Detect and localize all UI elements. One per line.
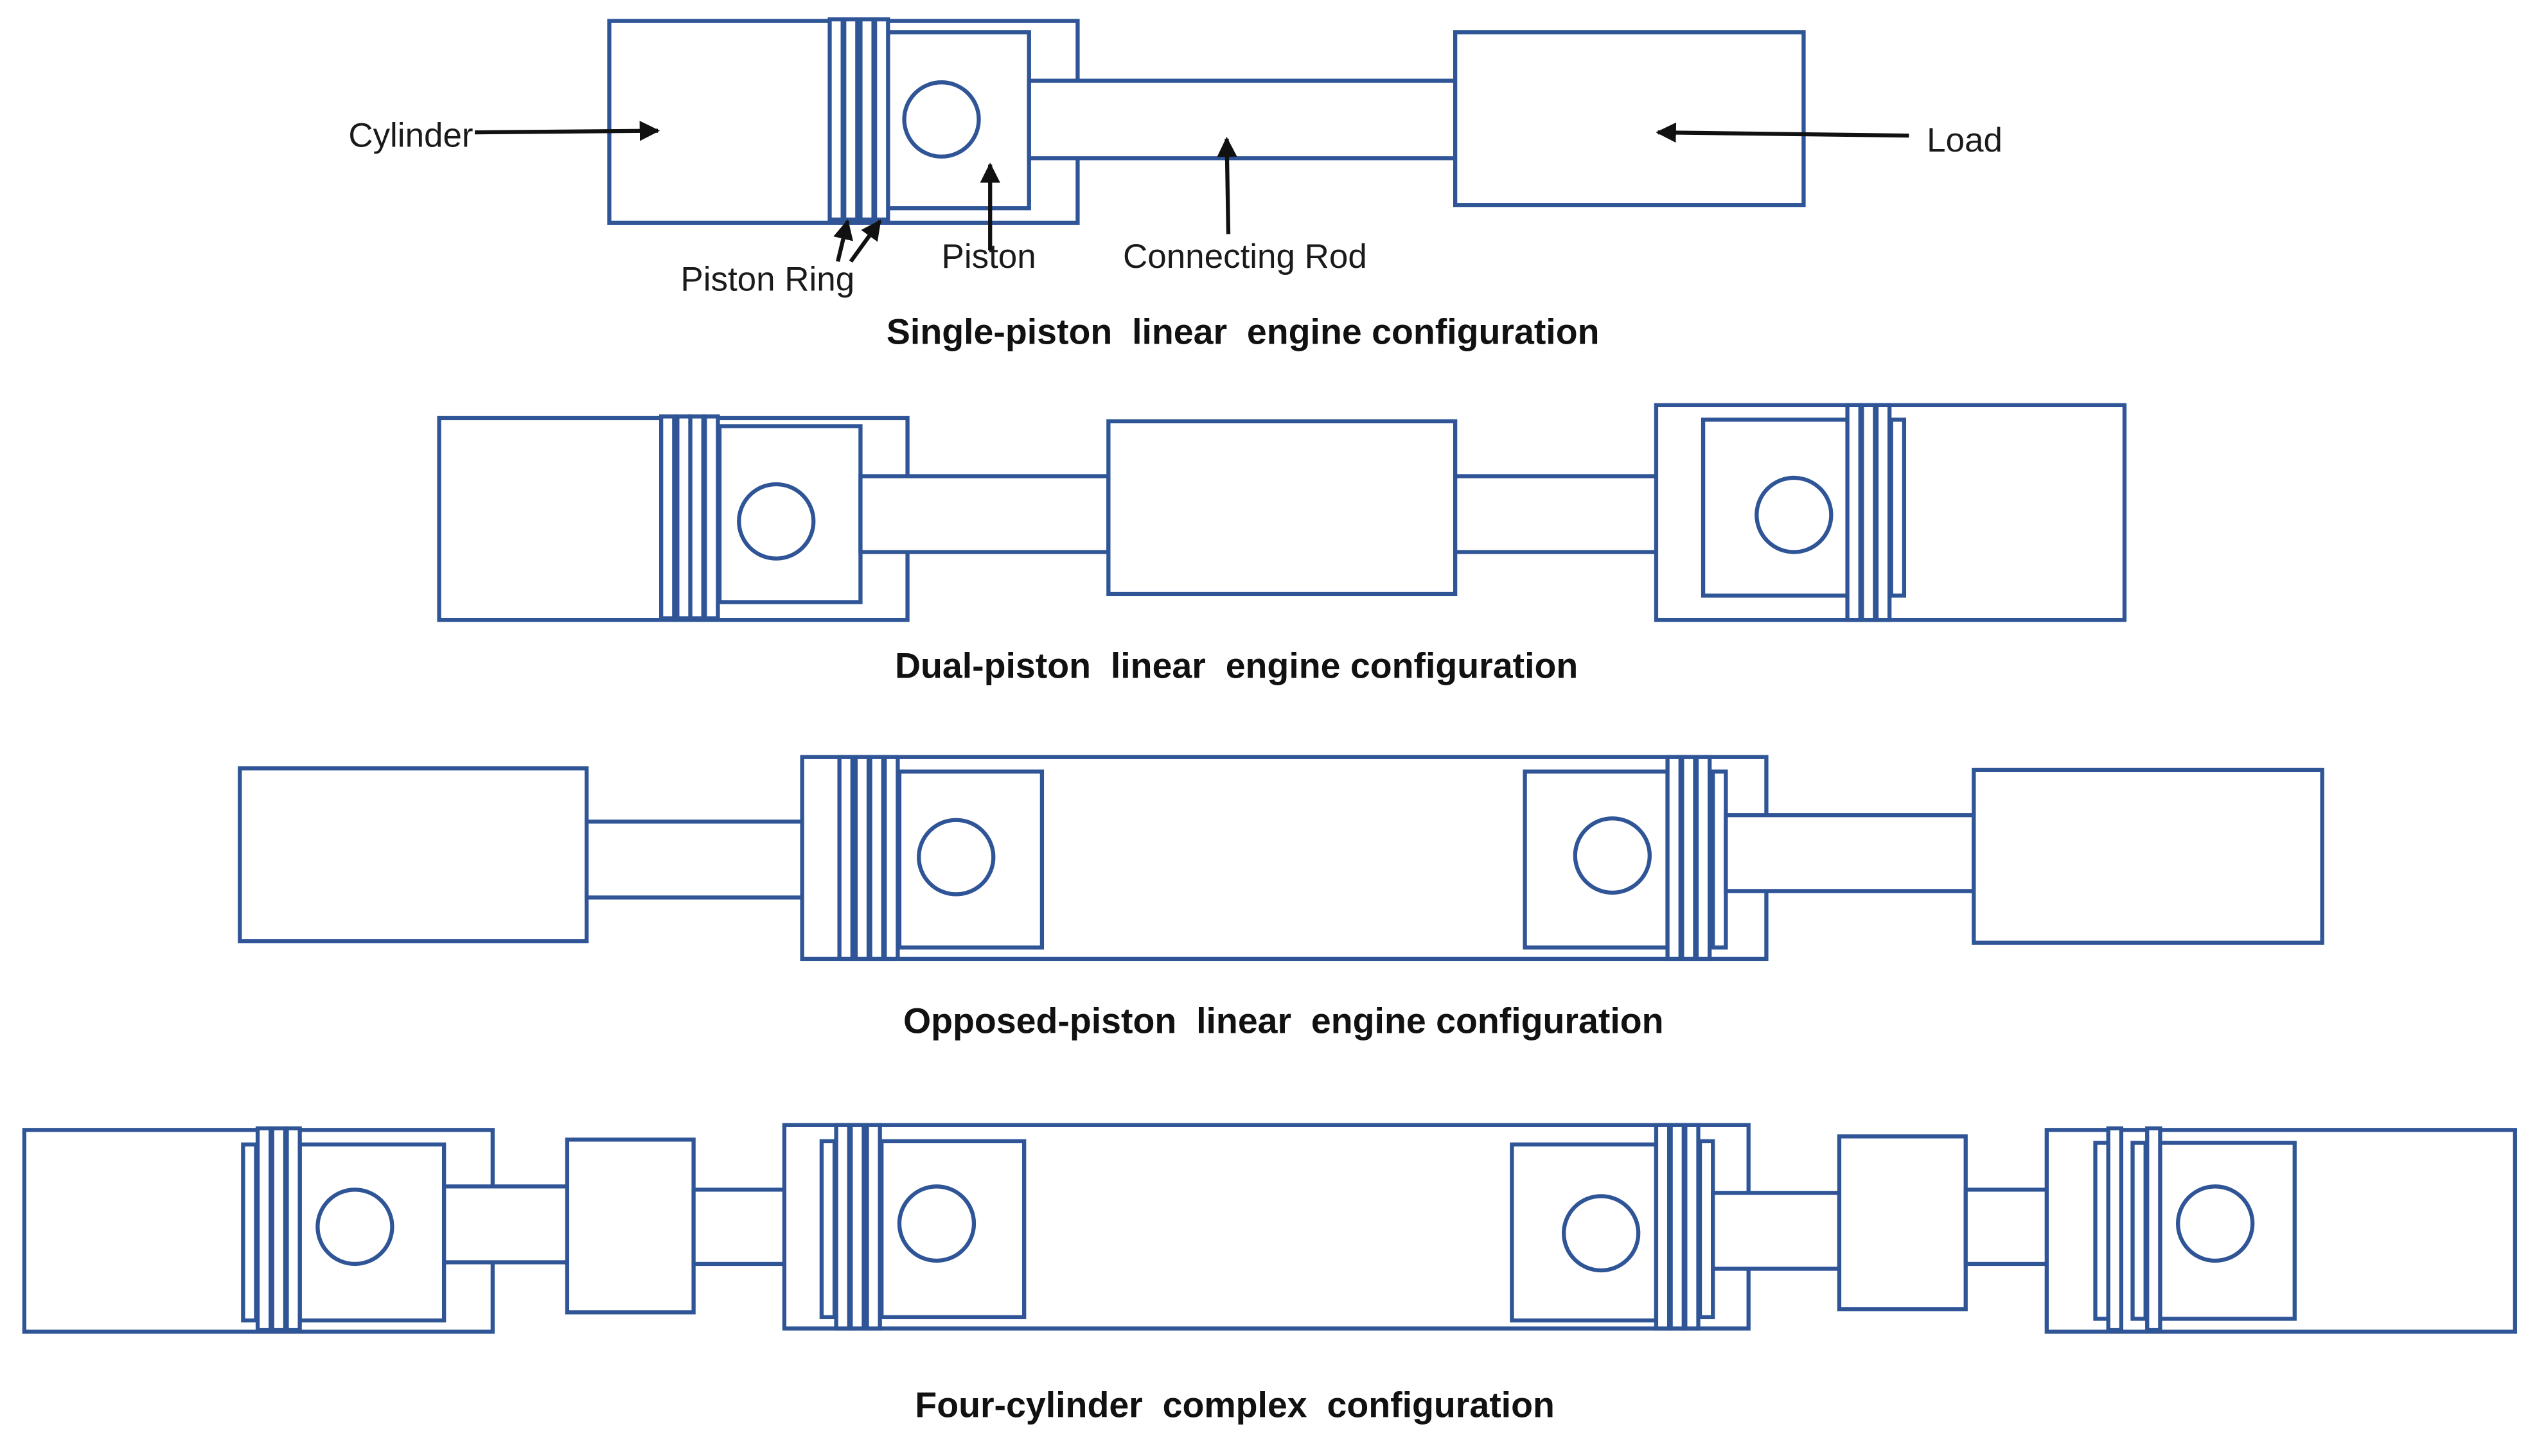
load xyxy=(1106,419,1458,597)
cylinder-arrow xyxy=(475,121,660,141)
piston-ring-label: Piston Ring xyxy=(680,260,854,298)
piston-ring xyxy=(241,1142,258,1323)
load xyxy=(565,1137,696,1315)
piston-ring xyxy=(255,1126,273,1333)
piston xyxy=(897,769,1045,950)
piston-ring xyxy=(285,1126,302,1333)
load-label: Load xyxy=(1927,121,2002,159)
piston-ring xyxy=(868,755,885,961)
piston-ring xyxy=(1683,1123,1701,1331)
piston-ring xyxy=(1668,1123,1686,1331)
piston xyxy=(1523,769,1670,950)
piston-ring xyxy=(1845,403,1862,622)
piston-ring xyxy=(2106,1126,2124,1333)
piston-ring xyxy=(1680,755,1697,961)
piston xyxy=(879,1139,1027,1320)
piston-ring xyxy=(827,17,845,222)
load-arrow xyxy=(1656,122,1909,143)
load xyxy=(1972,767,2324,945)
connecting-rod xyxy=(858,474,1111,554)
piston xyxy=(297,1142,446,1323)
piston-ring xyxy=(1889,417,1907,598)
piston-ring xyxy=(1874,403,1892,622)
piston xyxy=(717,424,863,604)
piston-ring xyxy=(858,17,876,222)
single-piston-caption: Single-piston linear engine configuratio… xyxy=(887,311,1600,351)
cylinder-label: Cylinder xyxy=(348,117,473,155)
piston-ring xyxy=(2145,1126,2162,1333)
piston-ring xyxy=(853,755,871,961)
piston-pin xyxy=(1561,1194,1641,1273)
opposed-piston-diagram: Opposed-piston linear engine configurati… xyxy=(238,755,2324,1041)
piston-pin xyxy=(1573,816,1652,895)
piston-pin xyxy=(902,80,981,159)
connecting-rod xyxy=(1027,78,1458,161)
dual-piston-diagram: Dual-piston linear engine configuration xyxy=(437,403,2127,686)
piston-ring xyxy=(865,1123,882,1331)
piston xyxy=(886,30,1031,211)
piston-ring xyxy=(2130,1141,2148,1321)
piston-ring xyxy=(872,17,890,222)
connecting-rod xyxy=(1724,813,1976,893)
opposed-piston-caption: Opposed-piston linear engine configurati… xyxy=(903,1001,1664,1041)
piston-ring-arrow xyxy=(833,219,853,262)
connecting-rod-arrow xyxy=(1217,137,1237,234)
piston-label: Piston xyxy=(942,238,1036,276)
four-cylinder-diagram: Four-cylinder complex configuration xyxy=(22,1123,2517,1425)
piston xyxy=(1701,417,1852,598)
piston-ring xyxy=(849,1123,866,1331)
piston-ring xyxy=(659,414,676,620)
single-piston-diagram: Cylinder Load Piston Connecting Rod Pist… xyxy=(348,17,2002,351)
piston-ring xyxy=(842,17,860,222)
piston-ring xyxy=(1654,1123,1672,1331)
connecting-rod xyxy=(441,1184,573,1265)
dual-piston-caption: Dual-piston linear engine configuration xyxy=(895,646,1578,686)
piston-ring xyxy=(703,414,720,620)
piston-ring xyxy=(1694,755,1712,961)
piston-ring xyxy=(834,1123,851,1331)
piston-pin xyxy=(315,1188,394,1267)
piston-ring-arrow xyxy=(849,219,882,263)
connecting-rod-label: Connecting Rod xyxy=(1123,238,1367,276)
piston-ring xyxy=(883,755,900,961)
piston xyxy=(1510,1142,1659,1323)
connecting-rod xyxy=(1711,1191,1842,1271)
piston-ring xyxy=(1860,403,1877,622)
piston-pin xyxy=(1755,475,1834,554)
load xyxy=(238,766,589,943)
piston-ring xyxy=(837,755,854,961)
load xyxy=(1837,1134,1968,1311)
piston-pin xyxy=(2176,1184,2255,1263)
piston-pin xyxy=(737,482,816,561)
connecting-rod xyxy=(584,820,837,900)
piston-ring xyxy=(819,1139,837,1320)
piston-ring xyxy=(270,1126,288,1333)
four-cylinder-caption: Four-cylinder complex configuration xyxy=(915,1385,1555,1425)
piston-pin xyxy=(917,818,996,897)
load xyxy=(1453,30,1806,207)
piston-ring xyxy=(688,414,705,620)
piston-pin xyxy=(897,1184,977,1263)
piston-ring xyxy=(1665,755,1683,961)
